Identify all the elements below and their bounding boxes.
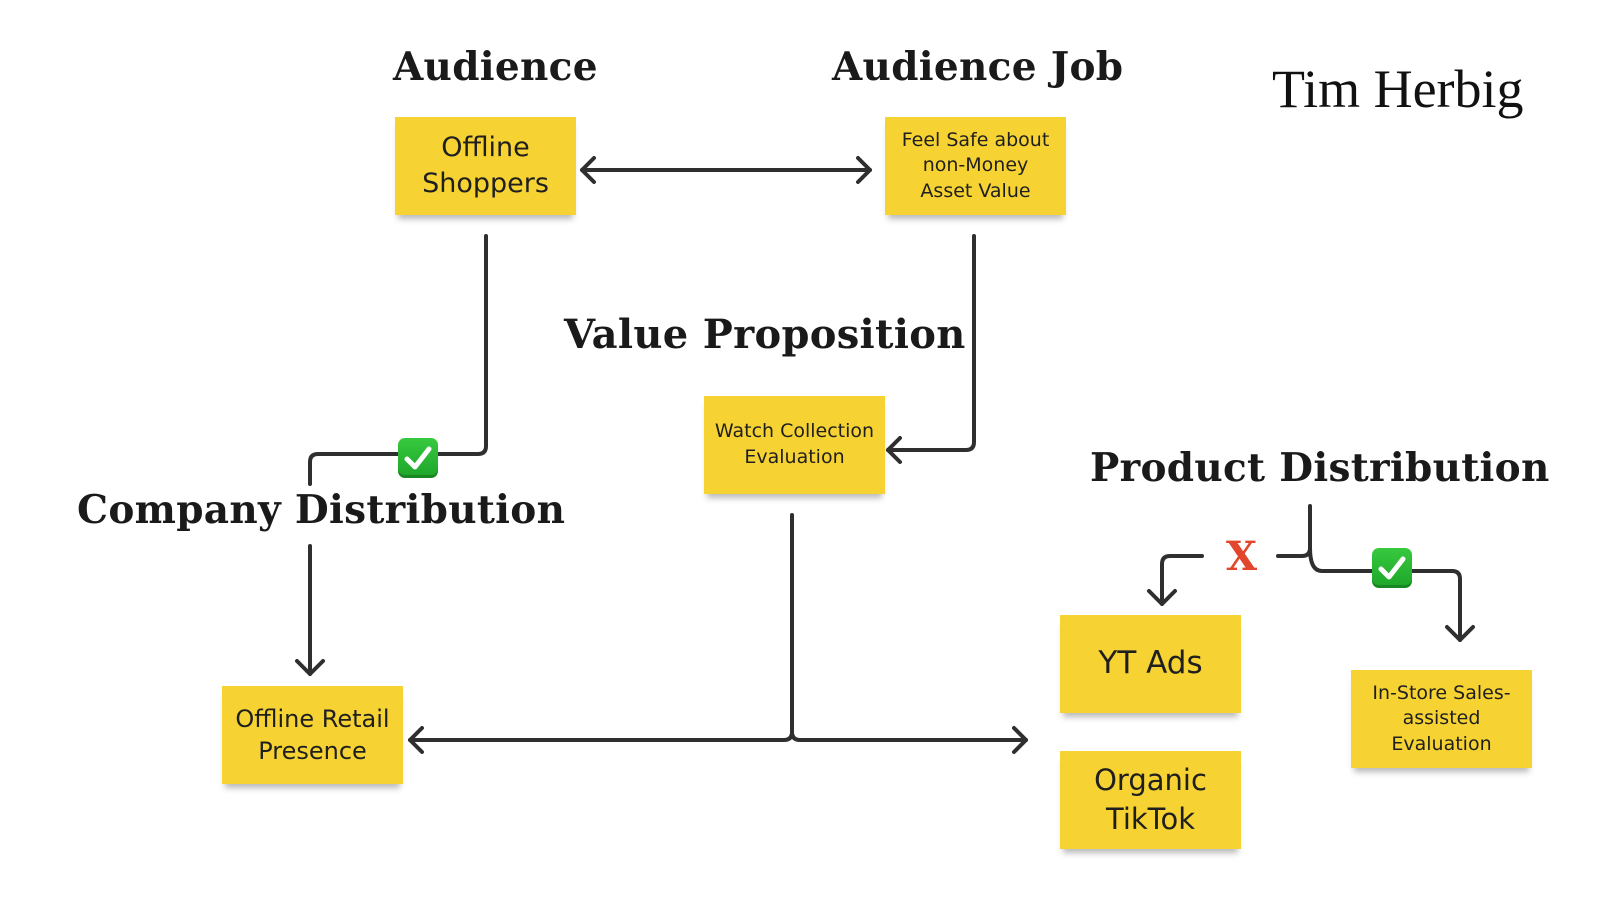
- note-in-store-evaluation-line-1: In-Store Sales-: [1372, 681, 1511, 704]
- product-branch-left: [1160, 554, 1204, 606]
- note-audience-job-line-2: non-Money: [922, 154, 1029, 177]
- note-organic-tiktok: Organic TikTok: [1060, 751, 1241, 849]
- brand-logo-text: Tim Herbig: [1272, 59, 1524, 119]
- note-offline-shoppers-line-1: Offline: [441, 131, 530, 163]
- company-to-retail-arrowhead: [295, 659, 325, 676]
- green-check-icon: [1372, 548, 1412, 588]
- note-offline-shoppers: Offline Shoppers: [395, 117, 576, 215]
- product-branch-left-arrowhead: [1147, 589, 1177, 606]
- note-offline-shoppers-line-2: Shoppers: [422, 168, 549, 199]
- note-audience-job-line-3: Asset Value: [920, 179, 1031, 202]
- valueprop-to-product-arrowhead: [1012, 726, 1028, 754]
- job-to-valueprop-arrowhead: [886, 436, 902, 464]
- note-organic-tiktok-line-1: Organic: [1094, 762, 1207, 797]
- product-branch-right-arrowhead: [1445, 625, 1475, 642]
- heading-product-distribution: Product Distribution: [1090, 445, 1550, 491]
- valueprop-to-product-connector: [790, 730, 1028, 742]
- note-value-proposition-line-1: Watch Collection: [714, 420, 875, 443]
- green-check-icon: [398, 438, 438, 478]
- valueprop-split-connector: [408, 513, 794, 742]
- note-in-store-evaluation: In-Store Sales- assisted Evaluation: [1351, 670, 1532, 768]
- note-value-proposition-line-2: Evaluation: [744, 446, 845, 468]
- heading-value-proposition: Value Proposition: [564, 311, 966, 358]
- heading-audience-job: Audience Job: [832, 44, 1124, 90]
- note-audience-job: Feel Safe about non-Money Asset Value: [885, 117, 1066, 215]
- note-offline-retail-presence-line-2: Presence: [258, 737, 367, 765]
- note-offline-retail-presence-line-1: Offline Retail: [235, 704, 390, 733]
- note-offline-retail-presence: Offline Retail Presence: [222, 686, 403, 784]
- note-yt-ads-line-1: YT Ads: [1098, 645, 1203, 682]
- heading-company-distribution: Company Distribution: [77, 487, 566, 533]
- note-audience-job-line-1: Feel Safe about: [901, 128, 1050, 151]
- note-in-store-evaluation-line-3: Evaluation: [1391, 732, 1492, 755]
- audience-link-arrowhead-left: [580, 156, 596, 184]
- job-to-valueprop-connector: [886, 234, 976, 452]
- product-branch-stem: [1276, 504, 1312, 558]
- note-organic-tiktok-line-2: TikTok: [1106, 802, 1195, 836]
- valueprop-to-retail-arrowhead: [408, 726, 424, 754]
- note-yt-ads: YT Ads: [1060, 615, 1241, 713]
- note-in-store-evaluation-line-2: assisted: [1402, 707, 1481, 730]
- cross-mark: X: [1226, 533, 1258, 580]
- heading-audience: Audience: [393, 44, 598, 90]
- audience-link-arrowhead-right: [856, 156, 872, 184]
- note-value-proposition: Watch Collection Evaluation: [704, 396, 885, 494]
- product-branch-right: [1308, 546, 1462, 642]
